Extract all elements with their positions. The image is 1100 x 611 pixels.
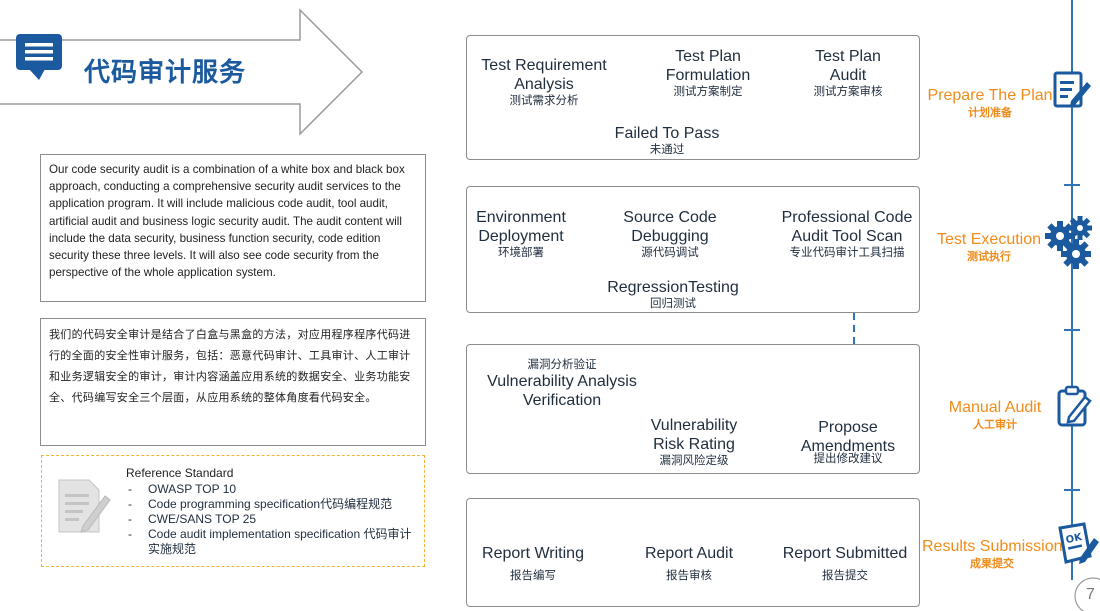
node-propose-amendments: Propose Amendments 提出修改建议 <box>800 419 896 465</box>
document-pen-icon <box>55 476 111 536</box>
node-report-writing: Report Writing 报告编写 <box>482 545 584 582</box>
reference-title: Reference Standard <box>126 466 234 480</box>
reference-item: OWASP TOP 10 <box>126 482 416 497</box>
node-professional-code-audit-tool-scan: Professional Code Audit Tool Scan 专业代码审计… <box>781 209 913 259</box>
intro-english: Our code security audit is a combination… <box>40 154 426 302</box>
node-regression-testing: RegressionTesting 回归测试 <box>607 279 739 310</box>
stage-results-submission: Results Submission 成果提交 <box>922 538 1063 570</box>
page-title: 代码审计服务 <box>84 57 247 87</box>
panel-manual-audit <box>466 344 920 474</box>
intro-chinese: 我们的代码安全审计是结合了白盒与黑盒的方法，对应用程序程序代码进行的全面的安全性… <box>40 318 426 446</box>
panel-results-submission <box>466 498 920 607</box>
node-report-audit: Report Audit 报告审核 <box>644 545 734 582</box>
node-environment-deployment: Environment Deployment 环境部署 <box>476 209 566 259</box>
reference-item: Code audit implementation specification … <box>126 527 416 557</box>
node-vulnerability-analysis-verification: 漏洞分析验证 Vulnerability Analysis Verificati… <box>487 359 637 409</box>
page-circle <box>1074 577 1100 611</box>
svg-text:OK: OK <box>1065 532 1084 546</box>
header-arrow-shape <box>0 8 364 136</box>
stage-prepare-plan: Prepare The Plan 计划准备 <box>927 87 1053 119</box>
panel-prepare-plan <box>466 35 920 160</box>
node-vulnerability-risk-rating: Vulnerability Risk Rating 漏洞风险定级 <box>650 417 738 467</box>
node-test-plan-formulation: Test Plan Formulation 测试方案制定 <box>665 48 751 98</box>
chat-bubble-icon <box>15 33 63 81</box>
reference-standard-box: Reference Standard OWASP TOP 10 Code pro… <box>41 455 425 567</box>
edit-document-icon <box>1052 70 1092 110</box>
node-test-plan-audit: Test Plan Audit 测试方案审核 <box>813 48 883 98</box>
panel-test-execution <box>466 186 920 313</box>
reference-item: CWE/SANS TOP 25 <box>126 512 416 527</box>
page-number: 7 <box>1086 586 1095 603</box>
stage-manual-audit: Manual Audit 人工审计 <box>948 399 1042 431</box>
reference-list: OWASP TOP 10 Code programming specificat… <box>126 482 416 557</box>
node-source-code-debugging: Source Code Debugging 源代码调试 <box>623 209 717 259</box>
node-report-submitted: Report Submitted 报告提交 <box>782 545 908 582</box>
gears-icon <box>1044 214 1100 270</box>
node-failed-to-pass: Failed To Pass 未通过 <box>614 125 720 156</box>
ok-document-icon: OK <box>1054 520 1100 566</box>
clipboard-pen-icon <box>1055 385 1095 429</box>
node-test-requirement-analysis: Test Requirement Analysis 测试需求分析 <box>481 57 607 107</box>
reference-item: Code programming specification代码编程规范 <box>126 497 416 512</box>
stage-test-execution: Test Execution 测试执行 <box>936 231 1042 263</box>
